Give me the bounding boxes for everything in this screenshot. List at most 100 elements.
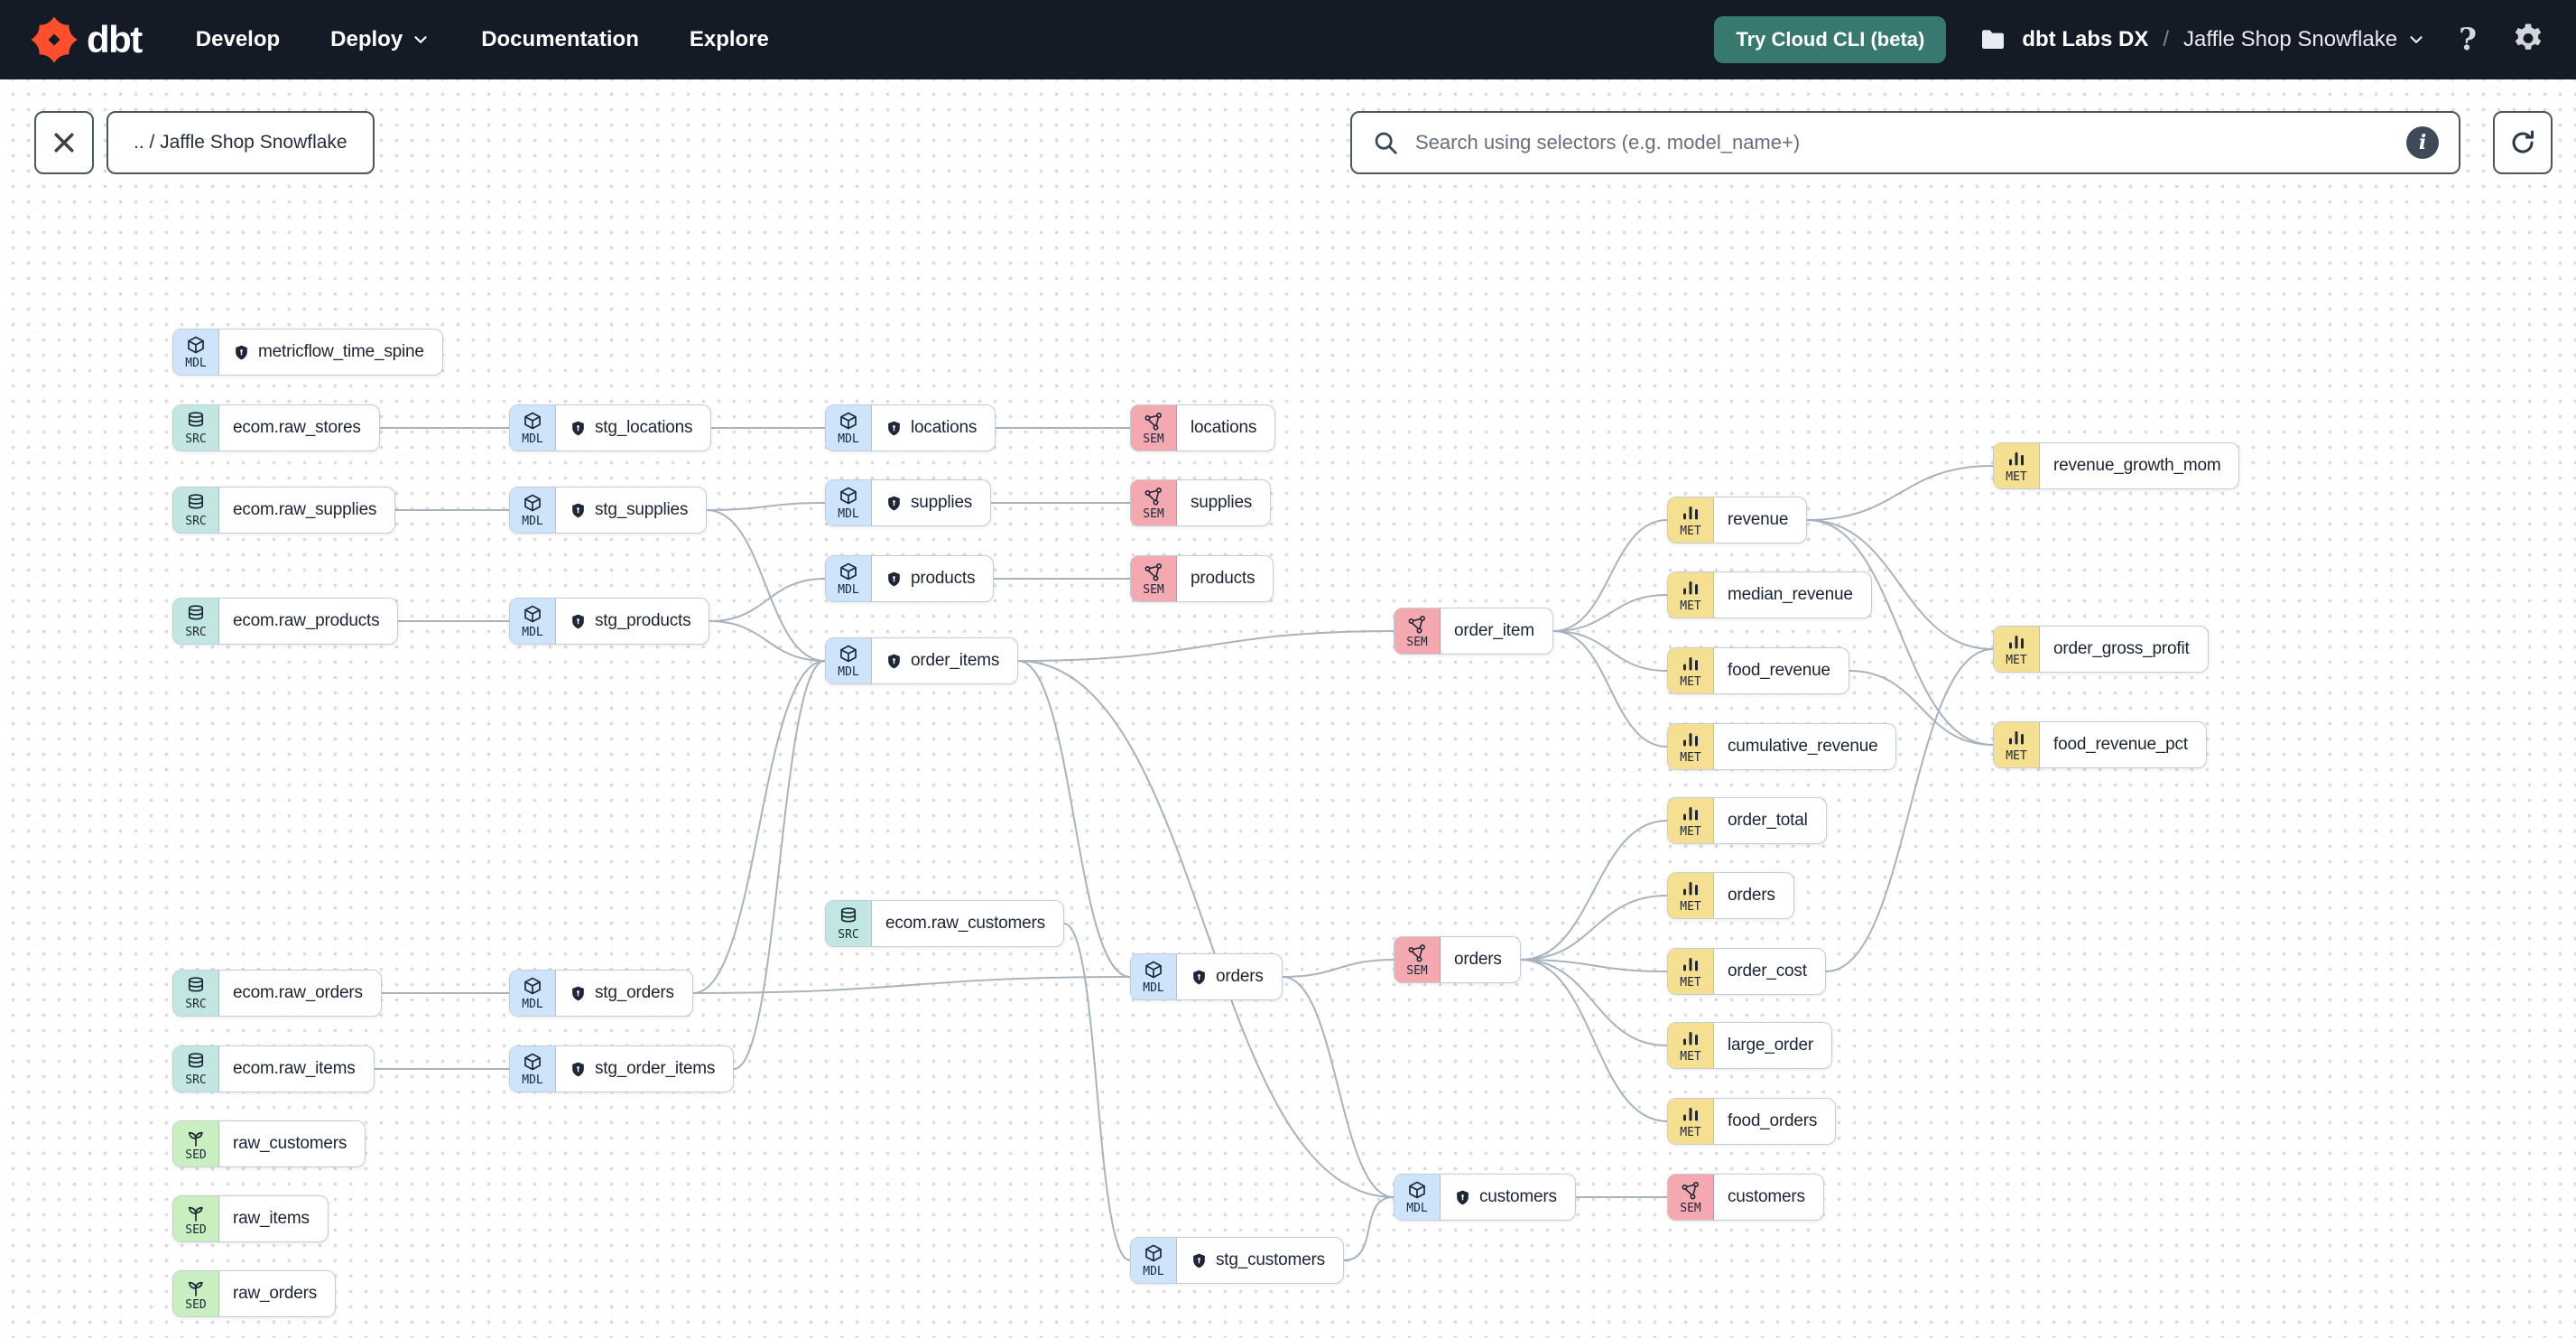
node-type-label: MDL	[1406, 1202, 1428, 1216]
lineage-edge-mdl_orders--sem_orders	[1282, 959, 1395, 978]
account-name[interactable]: dbt Labs DX	[2022, 27, 2149, 51]
node-type-label: SEM	[1406, 636, 1428, 650]
metric-icon	[1680, 729, 1701, 751]
gear-icon[interactable]	[2509, 21, 2547, 59]
node-body: food_revenue_pct	[2040, 722, 2206, 767]
graph-node-sed_raw_items[interactable]: SED raw_items	[172, 1195, 329, 1242]
node-type-label: MET	[1680, 751, 1701, 766]
node-type-label: SED	[185, 1148, 207, 1163]
lineage-edge-sem_order_item--met_revenue	[1552, 519, 1668, 632]
node-type-label: SED	[185, 1223, 207, 1238]
help-icon[interactable]: ?	[2459, 22, 2477, 58]
dbt-logo[interactable]: dbt	[29, 14, 143, 65]
lineage-edge-sem_order_item--met_cumulative_revenue	[1552, 630, 1668, 748]
shield-icon	[885, 653, 903, 670]
close-icon	[51, 129, 78, 156]
node-label: cumulative_revenue	[1728, 737, 1878, 756]
node-body: food_revenue	[1714, 648, 1849, 693]
node-label: food_revenue	[1728, 661, 1830, 680]
node-type-badge: SEM	[1131, 480, 1177, 525]
chevron-down-icon	[411, 30, 431, 50]
project-selector[interactable]: Jaffle Shop Snowflake	[2183, 27, 2426, 52]
node-label: locations	[1191, 418, 1257, 437]
node-type-badge: MET	[1668, 572, 1714, 618]
selector-search[interactable]: i	[1350, 111, 2460, 174]
semantic-model-icon	[1143, 486, 1164, 507]
node-type-label: SRC	[185, 626, 207, 640]
semantic-model-icon	[1143, 411, 1164, 432]
node-label: raw_items	[233, 1209, 310, 1228]
node-body: stg_orders	[556, 971, 692, 1016]
node-label: order_items	[911, 651, 1000, 670]
try-cloud-cli-button[interactable]: Try Cloud CLI (beta)	[1714, 16, 1947, 63]
node-body: order_total	[1714, 798, 1826, 843]
info-icon[interactable]: i	[2406, 126, 2439, 159]
search-input[interactable]	[1413, 130, 2392, 155]
node-body: revenue_growth_mom	[2040, 443, 2238, 488]
node-body: stg_supplies	[556, 488, 706, 533]
lineage-edge-sem_orders--met_orders	[1520, 895, 1668, 961]
nav-item-deploy[interactable]: Deploy	[330, 27, 431, 52]
cube-icon	[522, 493, 543, 515]
nav-item-develop[interactable]: Develop	[196, 27, 280, 52]
node-type-label: MDL	[1143, 1265, 1164, 1279]
refresh-button[interactable]	[2493, 111, 2553, 174]
node-type-badge: MET	[1668, 497, 1714, 543]
top-navbar: dbt Develop Deploy Documentation Explore Tr…	[0, 0, 2576, 79]
breadcrumb[interactable]: .. / Jaffle Shop Snowflake	[107, 111, 375, 174]
nav-item-explore[interactable]: Explore	[690, 27, 769, 52]
search-icon	[1372, 129, 1399, 156]
close-lineage-button[interactable]	[34, 111, 94, 174]
node-type-label: SRC	[838, 928, 859, 943]
nav-item-documentation[interactable]: Documentation	[481, 27, 639, 52]
node-body: order_gross_profit	[2040, 627, 2208, 672]
graph-node-met_cumulative_revenue[interactable]: MET cumulative_revenue	[1667, 723, 1897, 770]
node-body: revenue	[1714, 497, 1806, 543]
lineage-edge-mdl_order_items--sem_order_item	[1017, 630, 1395, 662]
node-body: stg_products	[556, 599, 709, 644]
metric-icon	[1680, 654, 1701, 675]
semantic-model-icon	[1406, 943, 1428, 964]
node-type-badge: MDL	[510, 405, 556, 451]
node-type-badge: MET	[1668, 873, 1714, 918]
